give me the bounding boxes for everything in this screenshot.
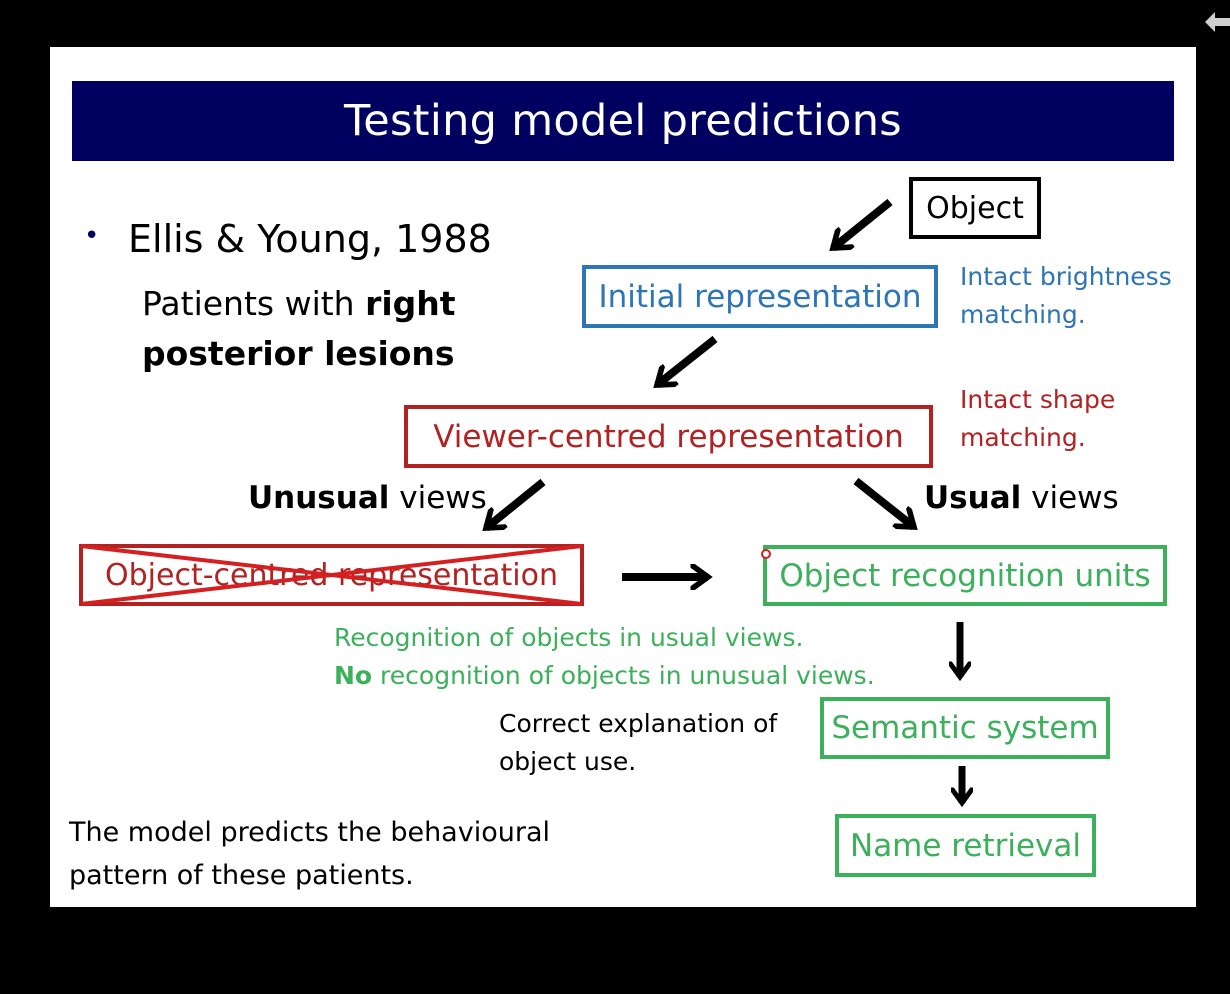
title-bar: Testing model predictions: [72, 81, 1174, 161]
back-arrow-icon[interactable]: [1205, 8, 1230, 36]
viewer-centred-box: Viewer-centred representation: [404, 405, 933, 468]
unusual-bold: Unusual: [248, 480, 390, 516]
arrow-viewer-to-object-centred: [486, 478, 546, 532]
initial-note: Intact brightness matching.: [960, 258, 1172, 334]
recognition-units-box: Object recognition units: [763, 545, 1167, 606]
bullet-dot: •: [84, 221, 100, 251]
semantic-note-line-1: Correct explanation of: [499, 709, 778, 738]
arrow-object-to-initial: [833, 198, 893, 252]
unusual-views-label: Unusual views: [248, 480, 487, 516]
pointer-dot: [761, 549, 771, 559]
usual-views-label: Usual views: [924, 480, 1119, 516]
patients-prefix: Patients with: [142, 284, 366, 323]
initial-note-line-2: matching.: [960, 300, 1086, 329]
recognition-note-rest: recognition of objects in unusual views.: [372, 661, 875, 690]
semantic-note-line-2: object use.: [499, 747, 637, 776]
citation: Ellis & Young, 1988: [128, 217, 492, 261]
viewer-note: Intact shape matching.: [960, 381, 1115, 457]
viewer-note-line-1: Intact shape: [960, 385, 1116, 414]
conclusion-line-1: The model predicts the behavioural: [69, 817, 550, 848]
arrow-viewer-to-recognition: [853, 477, 914, 531]
unusual-rest: views: [389, 480, 487, 516]
patients-bold-2: posterior lesions: [142, 334, 455, 373]
usual-bold: Usual: [924, 480, 1022, 516]
arrow-initial-to-viewer: [657, 335, 718, 389]
name-retrieval-box: Name retrieval: [835, 814, 1096, 877]
semantic-system-box: Semantic system: [820, 697, 1110, 759]
semantic-note: Correct explanation of object use.: [499, 705, 777, 781]
initial-note-line-1: Intact brightness: [960, 262, 1172, 291]
patients-description: Patients with right posterior lesions: [142, 279, 456, 379]
recognition-note-line-1: Recognition of objects in usual views.: [334, 623, 804, 652]
patients-bold-1: right: [365, 284, 456, 323]
initial-representation-box: Initial representation: [582, 265, 938, 328]
slide-title: Testing model predictions: [343, 96, 903, 146]
arrows-layer: [50, 198, 1196, 907]
recognition-note: Recognition of objects in usual views. N…: [334, 619, 875, 695]
recognition-note-bold: No: [334, 661, 373, 690]
object-centred-box: Object-centred representation: [79, 544, 584, 606]
slide: Testing model predictions • Ellis & Youn…: [50, 47, 1196, 907]
conclusion-line-2: pattern of these patients.: [69, 860, 414, 891]
object-box: Object: [909, 177, 1041, 239]
usual-rest: views: [1021, 480, 1119, 516]
conclusion: The model predicts the behavioural patte…: [69, 811, 550, 897]
viewer-note-line-2: matching.: [960, 423, 1086, 452]
